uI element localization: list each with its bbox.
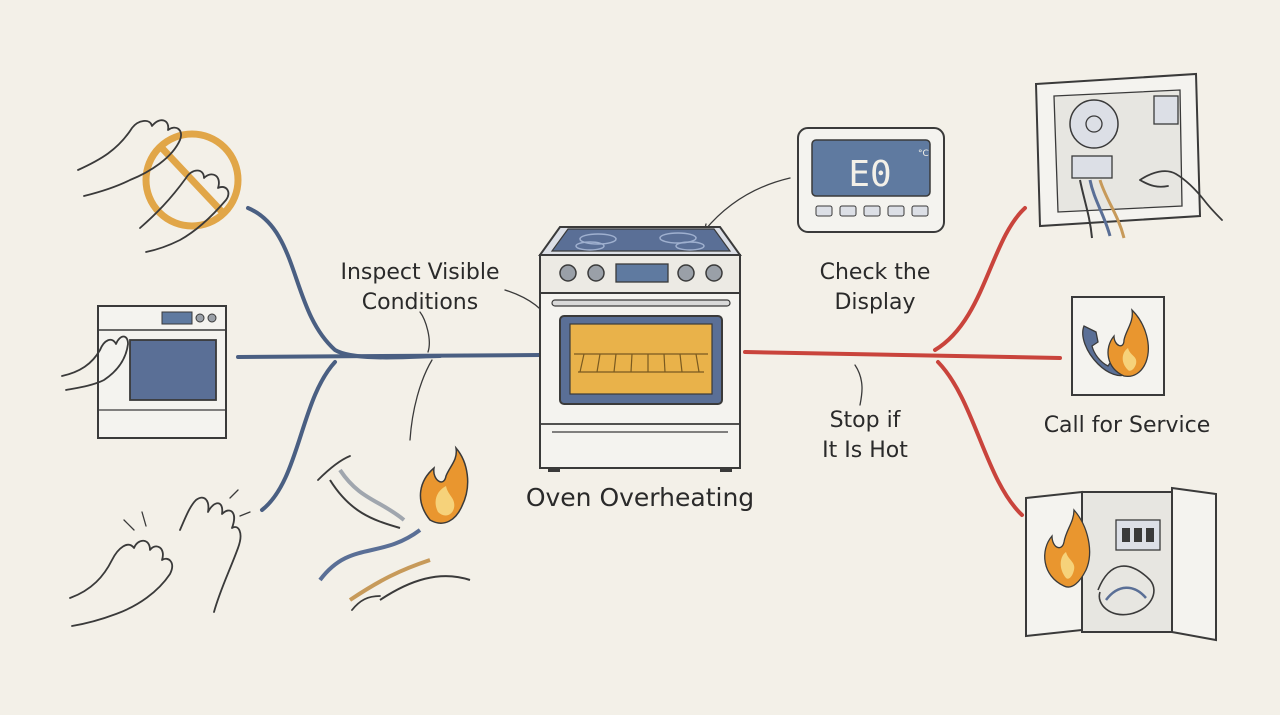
stop-label-line-1: Stop if bbox=[829, 408, 901, 433]
stop-if-it-is-hot-label: Stop if It Is Hot bbox=[800, 406, 930, 466]
electrical-panel-hand-icon bbox=[1034, 72, 1223, 239]
oven-illustration bbox=[538, 226, 742, 472]
display-label-line-2: Display bbox=[834, 290, 916, 315]
burning-wires-icon bbox=[317, 445, 471, 611]
display-readout: E0 bbox=[848, 154, 891, 195]
hand-on-hot-surface-prohibited-icon bbox=[77, 119, 242, 253]
hand-near-oven-icon bbox=[61, 305, 227, 439]
inspect-visible-conditions-label: Inspect Visible Conditions bbox=[325, 258, 515, 318]
display-label-line-1: Check the bbox=[819, 260, 931, 285]
right-branch-lines bbox=[743, 206, 1062, 517]
hands-waving-heat-icon bbox=[69, 489, 251, 627]
check-the-display-label: Check the Display bbox=[800, 258, 950, 318]
call-for-service-label: Call for Service bbox=[1043, 413, 1211, 438]
digital-display-panel-icon: E0 °C bbox=[797, 127, 945, 233]
display-unit: °C bbox=[918, 149, 929, 159]
phone-call-flame-icon bbox=[1071, 296, 1165, 396]
inspect-label-line-1: Inspect Visible bbox=[340, 260, 500, 285]
left-branch-lines bbox=[236, 206, 542, 512]
oven-overheating-title: Oven Overheating bbox=[525, 483, 755, 512]
breaker-box-fire-icon bbox=[1025, 486, 1217, 642]
inspect-label-line-2: Conditions bbox=[361, 290, 479, 315]
stop-label-line-2: It Is Hot bbox=[822, 438, 908, 463]
